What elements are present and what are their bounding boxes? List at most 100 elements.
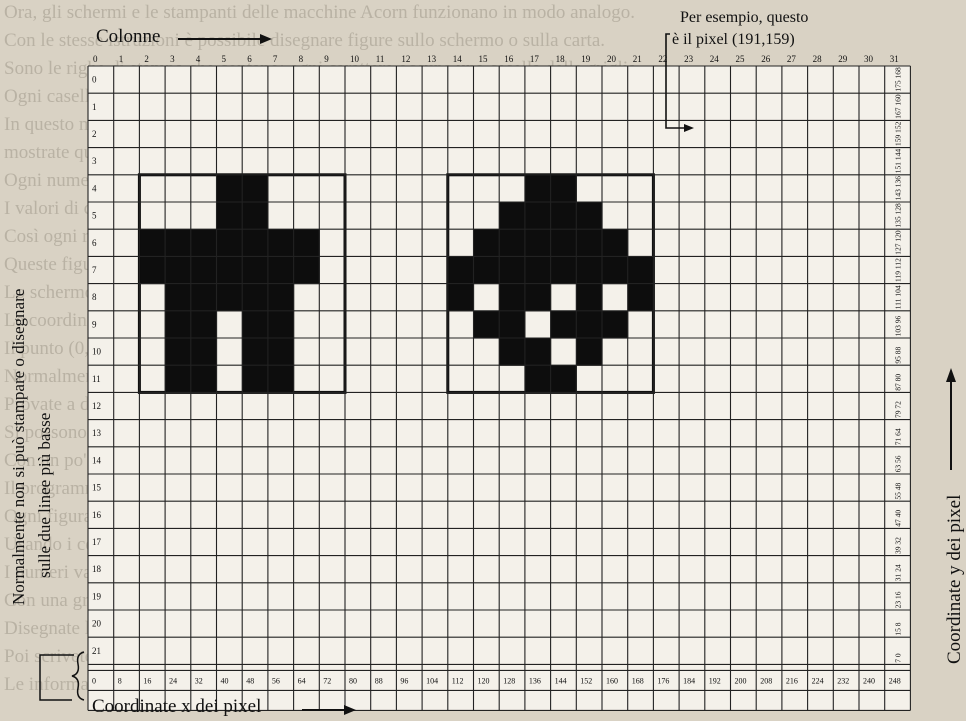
robot-sprite-cell [499,311,525,339]
x-pixel-coord: 80 [349,676,357,685]
man-sprite-cell [139,229,165,257]
column-number: 30 [864,54,874,64]
row-number: 16 [92,510,102,520]
x-pixel-coord: 232 [837,676,849,685]
x-pixel-coord: 128 [503,676,515,685]
row-number: 13 [92,428,102,438]
x-pixel-coord: 24 [169,676,177,685]
column-number: 29 [838,54,848,64]
man-sprite-cell [165,229,191,257]
y-pixel-coord: 39 32 [894,537,903,554]
robot-sprite-cell [576,284,602,312]
row-number: 7 [92,265,97,275]
row-number: 2 [92,129,97,139]
man-sprite-cell [242,365,268,393]
row-number: 5 [92,211,97,221]
column-number: 28 [813,54,823,64]
x-pixel-coord: 48 [246,676,254,685]
column-number: 13 [427,54,437,64]
robot-sprite-cell [525,338,551,366]
row-number: 11 [92,374,101,384]
column-number: 8 [299,54,304,64]
column-number: 27 [787,54,797,64]
y-pixel-coord: 47 40 [894,510,903,527]
man-sprite-cell [242,256,268,284]
left-note-line-2: sulle due linee più basse [35,413,54,578]
example-line-1: Per esempio, questo [680,9,808,26]
man-sprite-cell [268,256,294,284]
column-number: 4 [196,54,201,64]
row-number: 21 [92,646,101,656]
man-sprite-cell [217,202,243,230]
robot-sprite-cell [576,202,602,230]
y-pixel-coord: 15 8 [894,622,903,635]
robot-sprite-cell [628,284,654,312]
x-pixel-coord: 56 [272,676,280,685]
row-number: 17 [92,537,102,547]
x-pixel-coord: 216 [786,676,798,685]
robot-sprite-cell [576,229,602,257]
x-pixel-coord: 208 [760,676,772,685]
x-pixel-coord: 112 [452,676,464,685]
robot-sprite-cell [525,365,551,393]
x-pixel-coord: 224 [812,676,824,685]
y-pixel-coord: 151 144 [894,149,903,174]
x-pixel-coord: 104 [426,676,438,685]
x-pixel-coord: 136 [529,676,541,685]
column-number: 24 [710,54,720,64]
column-number: 5 [222,54,227,64]
man-sprite-cell [268,311,294,339]
y-pixel-coord: 103 96 [894,316,903,337]
y-pixel-coord: 23 16 [894,591,903,608]
y-pixel-coord: 87 80 [894,374,903,391]
column-number: 15 [479,54,489,64]
robot-sprite-cell [474,311,500,339]
column-number: 16 [504,54,514,64]
x-pixel-coord: 168 [632,676,644,685]
robot-sprite-cell [525,202,551,230]
man-sprite-cell [242,175,268,203]
y-pixel-coord: 63 56 [894,455,903,472]
column-number: 2 [144,54,149,64]
y-pixel-coord: 143 136 [894,176,903,201]
column-number: 18 [556,54,566,64]
x-pixel-coord: 64 [298,676,306,685]
robot-sprite-cell [551,229,577,257]
robot-sprite-cell [499,202,525,230]
x-pixel-coord: 120 [478,676,490,685]
column-number: 10 [350,54,360,64]
bottom-rows-brace [72,652,84,700]
robot-sprite-cell [525,284,551,312]
row-number: 1 [92,102,97,112]
x-pixel-coord: 192 [709,676,721,685]
man-sprite-cell [217,256,243,284]
robot-sprite-cell [499,229,525,257]
robot-sprite-cell [499,284,525,312]
x-pixel-coord: 240 [863,676,875,685]
man-sprite-cell [242,311,268,339]
robot-sprite-cell [576,311,602,339]
column-number: 21 [633,54,642,64]
row-number: 14 [92,455,102,465]
y-pixel-coord: 111 104 [894,285,903,309]
column-number: 9 [324,54,329,64]
column-number: 31 [890,54,899,64]
man-sprite-cell [217,229,243,257]
row-number: 6 [92,238,97,248]
row-number: 12 [92,401,101,411]
column-number: 7 [273,54,278,64]
y-pixel-coord: 55 48 [894,482,903,499]
y-pixel-coord: 71 64 [894,428,903,445]
y-pixel-coord: 95 88 [894,346,903,363]
x-pixel-coord: 144 [555,676,567,685]
column-number: 14 [453,54,463,64]
man-sprite-cell [242,202,268,230]
y-pixel-coord: 135 128 [894,203,903,228]
man-sprite-cell [165,284,191,312]
column-number: 3 [170,54,175,64]
column-number: 23 [684,54,694,64]
man-sprite-cell [191,311,217,339]
row-number: 3 [92,156,97,166]
man-sprite-cell [165,311,191,339]
